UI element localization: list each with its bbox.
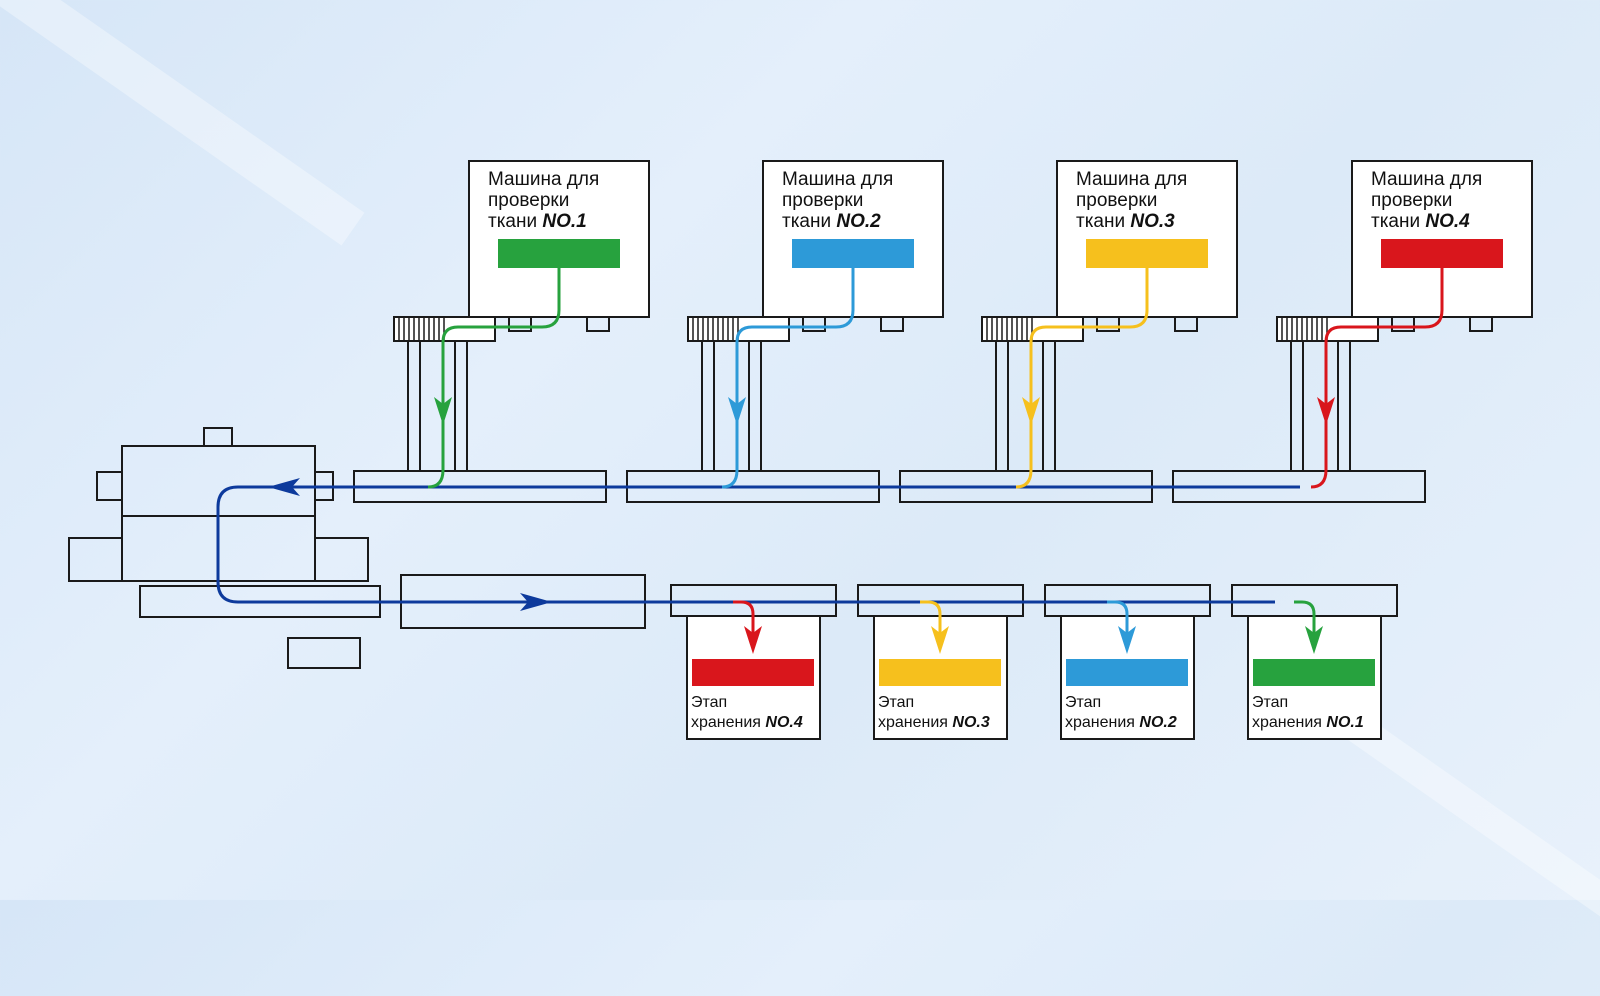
flow-arrow-down <box>434 397 452 425</box>
machine-color-bar <box>792 239 914 268</box>
flow-line-blue <box>1107 600 1129 640</box>
main-flow-arrow-left <box>268 478 300 496</box>
flow-line-green <box>427 268 561 489</box>
machine-number: NO.2 <box>836 211 881 232</box>
flow-arrow-down <box>1305 626 1323 654</box>
main-machine <box>68 427 646 669</box>
flow-arrow-down <box>931 626 949 654</box>
storage-color-bar <box>1066 659 1188 686</box>
flow-arrow-down <box>728 397 746 425</box>
storage-label-line2: хранения NO.4 <box>691 714 803 731</box>
storage-label-line1: Этап <box>878 694 915 711</box>
machine-label-line1: Машина для <box>782 169 894 190</box>
machine-label-line1: Машина для <box>1076 169 1188 190</box>
storage-label-2: Этап хранения NO.3 <box>878 693 990 733</box>
machine-label-line1: Машина для <box>488 169 600 190</box>
storage-label-line2: хранения NO.1 <box>1252 714 1364 731</box>
storage-label-line1: Этап <box>691 694 728 711</box>
machine-label-line3: ткани NO.1 <box>488 211 587 232</box>
storage-label-line2: хранения NO.2 <box>1065 714 1177 731</box>
flow-arrow-down <box>1317 397 1335 425</box>
flow-line-red <box>1310 268 1444 489</box>
machine-label-line3: ткани NO.4 <box>1371 211 1470 232</box>
inspection-machine-3 <box>981 160 1238 471</box>
flow-line-red <box>733 600 755 640</box>
main-flow-arrow-right <box>520 593 552 611</box>
machine-label-line1: Машина для <box>1371 169 1483 190</box>
machine-label-line2: проверки <box>1076 190 1158 211</box>
storage-number: NO.1 <box>1326 714 1364 731</box>
flow-arrow-down <box>1022 397 1040 425</box>
storage-number: NO.4 <box>765 714 803 731</box>
inspection-machine-2 <box>687 160 944 471</box>
machine-label-line3: ткани NO.2 <box>782 211 881 232</box>
machine-number: NO.4 <box>1425 211 1470 232</box>
flow-line-yellow <box>1015 268 1149 489</box>
machine-label-line2: проверки <box>1371 190 1453 211</box>
flow-arrow-down <box>1118 626 1136 654</box>
flow-arrow-down <box>744 626 762 654</box>
machine-label-line3: ткани NO.3 <box>1076 211 1175 232</box>
storage-label-1: Этап хранения NO.4 <box>691 693 803 733</box>
machine-number: NO.3 <box>1130 211 1175 232</box>
machine-label-line2: проверки <box>782 190 864 211</box>
storage-stage-3 <box>1060 615 1195 740</box>
storage-number: NO.2 <box>1139 714 1177 731</box>
flow-line-green <box>1294 600 1316 640</box>
storage-label-4: Этап хранения NO.1 <box>1252 693 1364 733</box>
storage-label-3: Этап хранения NO.2 <box>1065 693 1177 733</box>
storage-color-bar <box>1253 659 1375 686</box>
process-diagram <box>68 160 1533 740</box>
machine-color-bar <box>1086 239 1208 268</box>
machine-color-bar <box>1381 239 1503 268</box>
machine-label-line2: проверки <box>488 190 570 211</box>
main-flow-line <box>216 485 1300 604</box>
flow-line-yellow <box>920 600 942 640</box>
storage-label-line2: хранения NO.3 <box>878 714 990 731</box>
storage-color-bar <box>692 659 814 686</box>
machine-color-bar <box>498 239 620 268</box>
storage-label-line1: Этап <box>1252 694 1289 711</box>
flow-line-blue <box>721 268 855 489</box>
storage-label-line1: Этап <box>1065 694 1102 711</box>
storage-number: NO.3 <box>952 714 990 731</box>
storage-color-bar <box>879 659 1001 686</box>
machine-number: NO.1 <box>542 211 587 232</box>
